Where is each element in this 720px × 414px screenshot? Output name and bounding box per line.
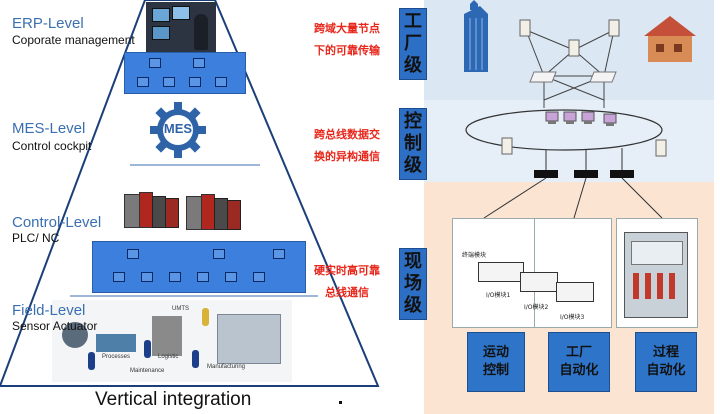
worker-icon [88, 352, 95, 370]
skyscraper-icon [464, 0, 488, 72]
monitor-icon [152, 8, 170, 22]
app-factory-automation: 工厂 自动化 [548, 332, 610, 392]
bus-node [193, 58, 205, 68]
erp-level-title: ERP-Level [12, 15, 84, 32]
field-level-subtitle: Sensor Actuator [12, 319, 98, 333]
zone-label-factory: 工 厂 级 [399, 8, 427, 80]
erp-photo [146, 2, 216, 52]
note-line: 跨域大量节点 [314, 22, 380, 35]
network-diagram [464, 0, 696, 219]
bus-node [189, 77, 201, 87]
io2-label: I/O模块2 [524, 304, 549, 311]
note-control: 跨总线数据交 换的异构通信 [302, 124, 392, 168]
field-illustration: UMTS Processes Logistic Maintenance Manu… [52, 300, 292, 382]
field-level-title: Field-Level [12, 302, 86, 319]
erp-bus-block [124, 52, 246, 94]
worker-icon [192, 350, 199, 368]
workstation-icon [581, 111, 595, 124]
label-maintenance: Maintenance [130, 368, 165, 374]
bus-node [225, 272, 237, 282]
io-module-icon [478, 262, 524, 282]
worker-icon [202, 308, 209, 326]
note-line: 总线通信 [325, 286, 369, 299]
bus-node [149, 58, 161, 68]
label-processes: Processes [102, 354, 131, 360]
control-bus-block [92, 241, 306, 293]
machine-icon [96, 334, 136, 352]
gateway-icon [574, 170, 598, 178]
cabinet-photo [624, 232, 688, 318]
workstation-icon [545, 111, 559, 124]
io3-label: I/O模块3 [560, 314, 585, 321]
switch-icon [589, 71, 617, 83]
person-icon [194, 14, 208, 50]
app-motion-control: 运动 控制 [467, 332, 525, 392]
bus-node [163, 77, 175, 87]
monitor-icon [152, 26, 170, 40]
control-level-title: Control-Level [12, 214, 102, 231]
bus-node [197, 272, 209, 282]
worker-icon [144, 340, 151, 358]
gateway-icon [534, 170, 558, 178]
server-icon [655, 139, 667, 157]
bus-node [169, 272, 181, 282]
bus-node [127, 249, 139, 259]
machine-icon [62, 322, 88, 348]
bus-node [215, 77, 227, 87]
bus-node [137, 77, 149, 87]
erp-level-subtitle: Coporate management [12, 33, 135, 47]
mes-gear-icon [150, 102, 206, 158]
plc-photo [186, 192, 242, 232]
bus-node [213, 249, 225, 259]
control-level-subtitle: PLC/ NC [12, 231, 60, 245]
machine-icon [217, 314, 281, 364]
terminal-module-label: 终端模块 [462, 252, 487, 259]
note-factory: 跨域大量节点 下的可靠传输 [302, 18, 392, 62]
house-icon [644, 16, 696, 62]
app-process-automation: 过程 自动化 [635, 332, 697, 392]
label-umts: UMTS [172, 306, 189, 312]
io-module-icon [556, 282, 594, 302]
server-icon [501, 137, 513, 155]
io-module-icon [520, 272, 558, 292]
mes-level-title: MES-Level [12, 120, 86, 137]
bus-node [113, 272, 125, 282]
gateway-icon [610, 170, 634, 178]
control-ring [465, 109, 663, 151]
plc-photo [124, 190, 180, 230]
note-line: 跨总线数据交 [314, 128, 380, 141]
bus-node [141, 272, 153, 282]
label-logistic: Logistic [158, 354, 179, 360]
switch-icon [529, 71, 557, 83]
note-field: 硬实时高可靠 总线通信 [302, 260, 392, 304]
server-icon [608, 19, 620, 37]
bus-node [273, 249, 285, 259]
vertical-integration-caption: Vertical integration [95, 389, 252, 410]
io1-label: I/O模块1 [486, 292, 511, 299]
zone-label-control: 控 制 级 [399, 108, 427, 180]
mes-level-subtitle: Control cockpit [12, 139, 92, 153]
monitor-icon [172, 6, 190, 20]
dot-mark [339, 401, 342, 404]
zone-label-field: 现 场 级 [399, 248, 427, 320]
workstation-icon [603, 113, 617, 126]
note-line: 硬实时高可靠 [314, 264, 380, 277]
note-line: 下的可靠传输 [314, 44, 380, 57]
machine-icon [152, 316, 182, 356]
bus-node [253, 272, 265, 282]
server-icon [568, 39, 580, 57]
label-manufacturing: Manufacturing [207, 364, 246, 370]
mes-badge-label: MES [163, 121, 193, 136]
workstation-icon [563, 111, 577, 124]
note-line: 换的异构通信 [314, 150, 380, 163]
server-icon [519, 19, 531, 37]
